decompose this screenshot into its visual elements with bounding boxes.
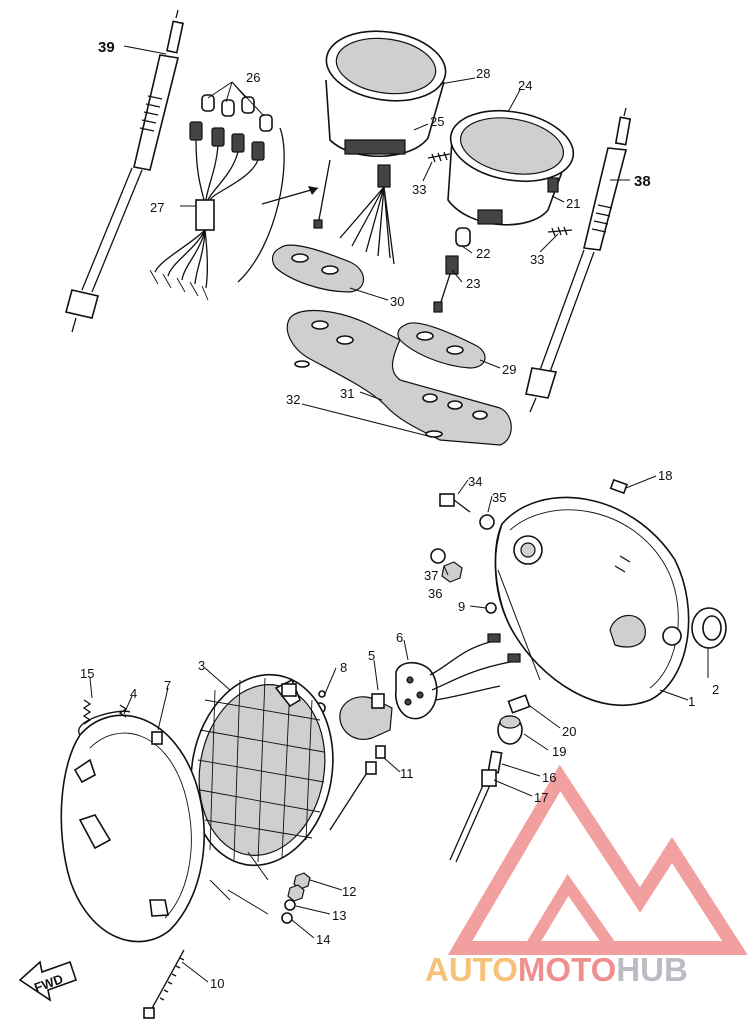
spring-15: [82, 699, 128, 725]
bulb-sockets-26: [189, 94, 273, 161]
callout-27: 27: [150, 200, 164, 215]
grommet-32: [294, 360, 443, 438]
callout-11: 11: [400, 766, 414, 781]
callout-8: 8: [340, 660, 347, 675]
meter-bracket-30: [271, 244, 365, 293]
callout-29: 29: [502, 362, 516, 377]
headlight-rim-4: [60, 710, 205, 943]
callout-23: 23: [466, 276, 480, 291]
callout-16: 16: [542, 770, 556, 785]
callout-32: 32: [286, 392, 300, 407]
callout-6: 6: [396, 630, 403, 645]
callout-28: 28: [476, 66, 490, 81]
collar-20: [507, 694, 531, 714]
tachometer-24: [447, 110, 575, 226]
bulb-socket-6: [395, 633, 521, 720]
screw-10: [143, 949, 185, 1019]
grommet-2: [691, 607, 727, 649]
sealed-beam-unit-3: [190, 673, 334, 867]
washer-13: [284, 899, 296, 911]
callout-33a: 33: [412, 182, 426, 197]
callout-18: 18: [658, 468, 672, 483]
speedometer-28: [313, 30, 447, 229]
nut-36: [441, 561, 463, 583]
washer-14: [281, 912, 293, 924]
washer-35: [479, 514, 495, 530]
headlight-bulb-5: [339, 693, 393, 740]
meter-bulb-22: [455, 227, 471, 247]
meter-bracket-29: [397, 322, 486, 369]
callout-30: 30: [390, 294, 404, 309]
watermark-part-moto: MOTO: [517, 951, 617, 988]
callout-25: 25: [430, 114, 444, 129]
watermark-part-hub: HUB: [616, 951, 688, 988]
callout-2: 2: [712, 682, 719, 697]
callout-13: 13: [332, 908, 346, 923]
arrow-head: [308, 186, 318, 195]
callout-14: 14: [316, 932, 330, 947]
meter-lead-wires: [339, 164, 395, 265]
bolt-34: [439, 493, 471, 513]
nuts-12: [287, 872, 311, 902]
callout-17: 17: [534, 790, 548, 805]
callout-9: 9: [458, 599, 465, 614]
screw-33a: [427, 151, 451, 163]
callout-4: 4: [130, 686, 137, 701]
callout-24: 24: [518, 78, 532, 93]
callout-33b: 33: [530, 252, 544, 267]
fwd-arrow: FWD: [18, 960, 78, 1002]
speedometer-cable-39: [65, 9, 184, 333]
callout-7: 7: [164, 678, 171, 693]
callout-12: 12: [342, 884, 356, 899]
headlight-housing-1: [494, 496, 690, 706]
grommet-19: [497, 715, 523, 745]
leader-lines: [89, 45, 709, 983]
callout-10: 10: [210, 976, 224, 991]
assembly-arrow: [261, 187, 319, 205]
washer-37: [430, 548, 446, 564]
callout-35: 35: [492, 490, 506, 505]
pilot-lamp-17: [449, 769, 497, 863]
callout-5: 5: [368, 648, 375, 663]
wire-harness-27: [149, 139, 259, 301]
callout-20: 20: [562, 724, 576, 739]
watermark-wordmark: AUTOMOTOHUB: [425, 951, 753, 989]
screw-11b: [375, 745, 386, 759]
callout-22: 22: [476, 246, 490, 261]
callout-26: 26: [246, 70, 260, 85]
callout-39: 39: [98, 39, 115, 56]
group-bracket: [237, 127, 285, 283]
callout-37: 37: [424, 568, 438, 583]
callout-15: 15: [80, 666, 94, 681]
screw-33b: [547, 226, 573, 237]
adjust-screw-11: [329, 761, 377, 831]
callout-1: 1: [688, 694, 695, 709]
watermark-logo: [447, 764, 748, 955]
callout-19: 19: [552, 744, 566, 759]
screw-8b: [318, 690, 326, 698]
callout-3: 3: [198, 658, 205, 673]
socket-23: [433, 255, 459, 313]
screw-7: [151, 731, 163, 745]
callout-31: 31: [340, 386, 354, 401]
callout-34: 34: [468, 474, 482, 489]
callout-21: 21: [566, 196, 580, 211]
clip-18: [609, 478, 628, 495]
watermark-part-auto: AUTO: [425, 951, 518, 988]
callout-36: 36: [428, 586, 442, 601]
screw-9: [485, 602, 497, 614]
tachometer-cable-38: [525, 107, 632, 413]
callout-38: 38: [634, 173, 651, 190]
